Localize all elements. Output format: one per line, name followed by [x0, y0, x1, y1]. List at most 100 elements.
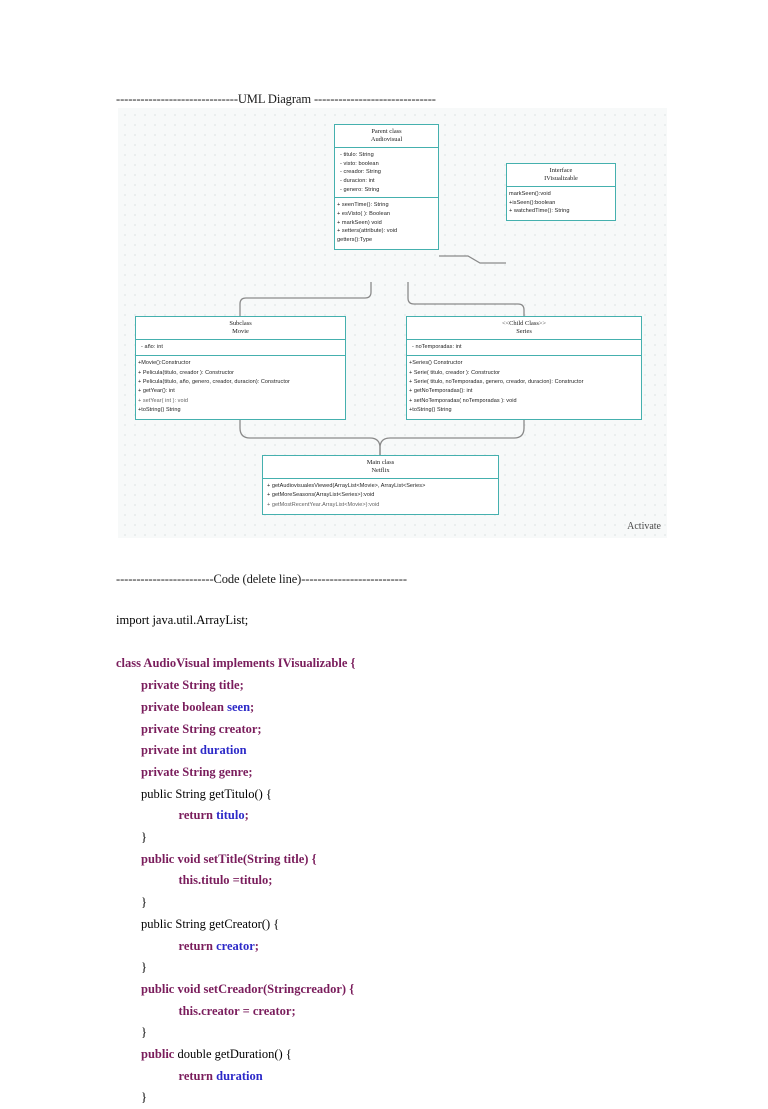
uml-attribute: - noTemporadas: int [412, 344, 462, 350]
uml-class-series-name: Series [516, 328, 532, 335]
code-token: } [116, 1090, 147, 1105]
uml-class-series[interactable]: <<Child Class>> Series - noTemporadas: i… [406, 316, 642, 421]
code-token: seen [227, 699, 251, 714]
uml-interface-ivisualizable-title: Interface IVisualizable [507, 164, 615, 187]
uml-interface-ivisualizable-methods: markSeen():void +isSeen():boolean + watc… [507, 187, 615, 220]
code-token: public [116, 1047, 178, 1062]
code-token: import java.util.ArrayList; [116, 613, 249, 627]
activate-windows-watermark: Activate [627, 521, 661, 532]
code-token: public void setTitle(String title) { [116, 851, 317, 866]
uml-attribute: - genero: String [340, 186, 380, 193]
uml-class-audiovisual[interactable]: Parent class Audiovisual - titulo: Strin… [334, 124, 439, 250]
uml-method: + Serie( titulo, creador ): Constructor [409, 369, 501, 376]
code-line: private String genre; [116, 762, 676, 784]
uml-class-audiovisual-methods: + seenTime(): String + esVisto( ): Boole… [335, 198, 438, 248]
code-line: public void setCreador(Stringcreador) { [116, 979, 676, 1001]
uml-method: + esVisto( ): Boolean [337, 210, 391, 217]
uml-attribute: - visto: boolean [340, 160, 379, 167]
code-line: public void setTitle(String title) { [116, 849, 676, 871]
code-token: private String creator; [116, 721, 262, 736]
uml-class-movie-title: Subclass Movie [136, 317, 345, 340]
uml-class-series-stereotype: <<Child Class>> [501, 320, 547, 327]
code-token: duration [200, 743, 247, 758]
code-token: ; [250, 699, 255, 714]
uml-class-netflix-title: Main class Netflix [263, 456, 498, 479]
code-token: double getDuration() { [177, 1047, 292, 1062]
uml-attribute: - titulo: String [340, 152, 374, 158]
uml-attribute: - creador: String [340, 169, 381, 176]
uml-class-audiovisual-attributes: - titulo: String - visto: boolean - crea… [335, 148, 438, 199]
code-line: return creator; [116, 936, 676, 958]
uml-attribute: - duracion: int [340, 177, 375, 184]
code-token: creator [216, 938, 255, 953]
uml-method: + setYear( int ): void [138, 397, 188, 404]
uml-method: +Series() Constructor [409, 360, 463, 367]
code-token: private boolean [116, 699, 228, 714]
uml-method: +toString() String [409, 407, 452, 414]
uml-class-movie[interactable]: Subclass Movie - año: int +Movie():Const… [135, 316, 346, 421]
code-token: } [116, 1025, 147, 1040]
uml-class-movie-name: Movie [232, 328, 249, 335]
code-line: } [116, 827, 676, 849]
code-line: this.creator = creator; [116, 1001, 676, 1023]
uml-class-netflix-name: Netflix [371, 467, 390, 474]
uml-method: + getAudiovisualesViewed(ArrayList<Movie… [267, 483, 426, 489]
code-token: private int [116, 743, 201, 758]
uml-class-movie-stereotype: Subclass [229, 320, 252, 327]
code-line: } [116, 957, 676, 979]
uml-method: + markSeen) void [337, 219, 382, 226]
uml-class-netflix-stereotype: Main class [366, 459, 395, 466]
code-line: return titulo; [116, 805, 676, 827]
uml-class-movie-attributes: - año: int [136, 340, 345, 357]
code-token: } [116, 830, 147, 845]
uml-method: getters():Type [337, 236, 373, 243]
uml-class-series-title: <<Child Class>> Series [407, 317, 641, 340]
code-token: ; [254, 938, 259, 953]
uml-interface-stereotype: Interface [549, 167, 573, 174]
code-line: private String creator; [116, 719, 676, 741]
uml-method: + getMostRecentYear.ArrayList<Movie>):vo… [267, 501, 380, 508]
uml-section-heading: ------------------------------UML Diagra… [116, 92, 436, 106]
code-line: public String getCreator() { [116, 914, 676, 936]
code-line: class AudioVisual implements IVisualizab… [116, 653, 676, 675]
code-token: this.titulo =titulo; [116, 873, 273, 888]
code-token: duration [216, 1068, 263, 1083]
uml-class-audiovisual-title: Parent class Audiovisual [335, 125, 438, 148]
document-page: ------------------------------UML Diagra… [116, 92, 676, 1104]
code-token: private String title; [116, 678, 244, 693]
code-line: } [116, 892, 676, 914]
code-token: class AudioVisual implements IVisualizab… [116, 656, 356, 671]
uml-method: + Pelicula(titulo, creador ): Constructo… [138, 369, 235, 376]
code-token: this.creator = creator; [116, 1003, 296, 1018]
uml-method: + seenTime(): String [337, 202, 389, 209]
code-token: return [116, 938, 217, 953]
uml-method: +isSeen():boolean [509, 199, 556, 206]
uml-method: +Movie():Constructor [138, 360, 191, 367]
uml-interface-name: IVisualizable [544, 175, 578, 182]
code-token: titulo [216, 808, 245, 823]
code-token: return [116, 808, 217, 823]
code-line: } [116, 1087, 676, 1109]
code-line: private String title; [116, 675, 676, 697]
code-line: import java.util.ArrayList; [116, 610, 676, 632]
code-token: return [116, 1068, 217, 1083]
uml-class-movie-methods: +Movie():Constructor + Pelicula(titulo, … [136, 356, 345, 419]
uml-interface-ivisualizable[interactable]: Interface IVisualizable markSeen():void … [506, 163, 616, 221]
uml-method: + getYear(): int [138, 388, 175, 395]
uml-method: + Serie( titulo, noTemporadas, genero, c… [409, 379, 584, 386]
uml-method: + watchedTime(): String [509, 208, 570, 215]
code-token: private String genre; [116, 764, 253, 779]
code-line: public double getDuration() { [116, 1044, 676, 1066]
uml-class-audiovisual-name: Audiovisual [370, 136, 403, 143]
uml-method: markSeen():void [509, 191, 551, 197]
code-line: public String getTitulo() { [116, 784, 676, 806]
uml-class-netflix[interactable]: Main class Netflix + getAudiovisualesVie… [262, 455, 499, 516]
code-token: public String getTitulo() { [116, 786, 272, 801]
code-line: } [116, 1022, 676, 1044]
code-token: } [116, 895, 147, 910]
uml-method: + Pelicula(titulo, año, genero, creador,… [138, 379, 290, 386]
code-line: return duration [116, 1066, 676, 1088]
uml-method: + setters(attribute): void [337, 228, 398, 235]
uml-attribute: - año: int [141, 344, 163, 350]
uml-class-netflix-methods: + getAudiovisualesViewed(ArrayList<Movie… [263, 479, 498, 514]
